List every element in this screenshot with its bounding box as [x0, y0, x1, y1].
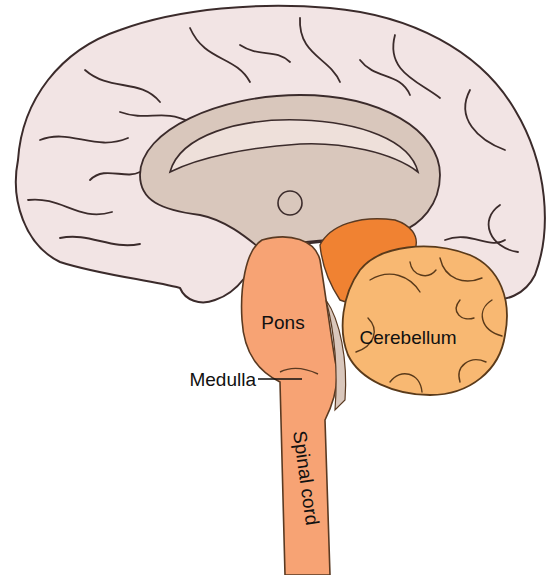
cerebellum-shape: [343, 247, 507, 395]
part-name: Cerebellum: [359, 328, 456, 347]
leader-line: [258, 378, 302, 379]
lateral-ventricle: [170, 120, 418, 172]
cerebellum-folia: [356, 258, 502, 392]
gyri-lines: [28, 18, 518, 252]
part-name: Medulla: [189, 370, 256, 389]
medulla-outline: [280, 368, 318, 374]
brainstem: [242, 237, 337, 575]
thalamic-adhesion: [278, 191, 302, 215]
part-name: Pons: [261, 313, 304, 332]
